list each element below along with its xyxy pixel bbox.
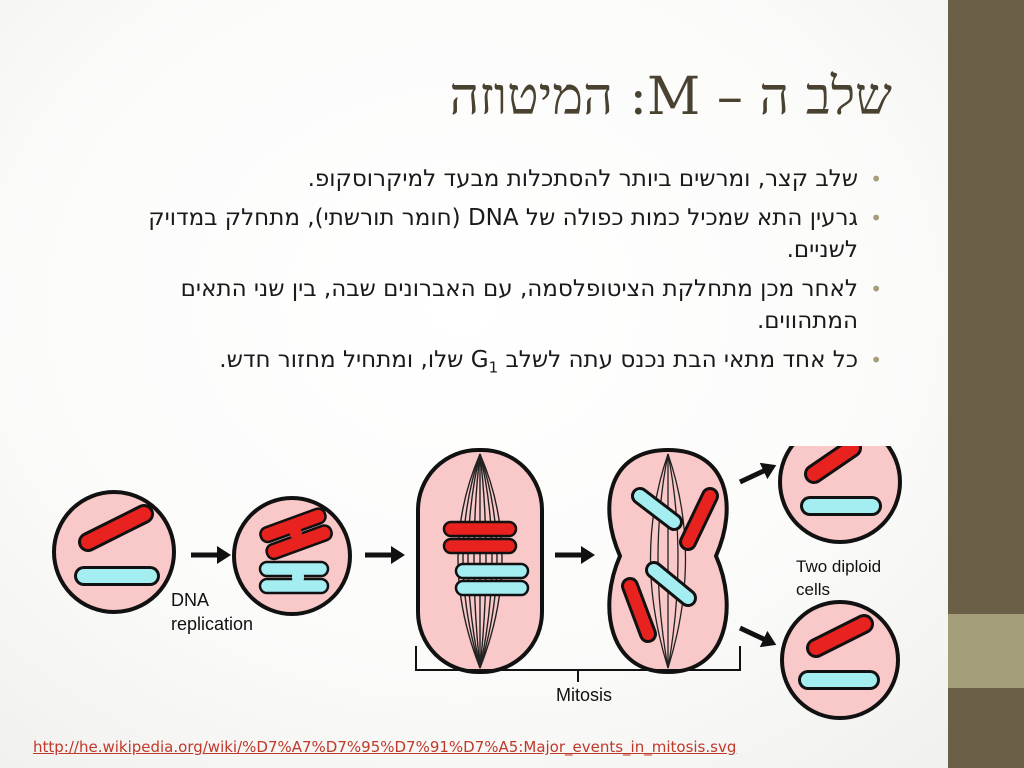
mitosis-bracket bbox=[415, 646, 741, 682]
sidebar-accent-block bbox=[948, 614, 1024, 688]
two-diploid-cells-label: Two diploid bbox=[796, 557, 881, 576]
cell-replicated bbox=[232, 496, 352, 616]
arrow-icon bbox=[555, 546, 595, 564]
daughter-cell-top bbox=[778, 446, 902, 544]
bullet-dot-icon: • bbox=[870, 206, 882, 230]
bullet-item: • שלב קצר, ומרשים ביותר להסתכלות מבעד למי… bbox=[92, 163, 882, 195]
phase-g1: G1 bbox=[470, 347, 498, 377]
bullet-text: גרעין התא שמכיל כמות כפולה של DNA (חומר … bbox=[148, 205, 858, 263]
arrow-icon bbox=[191, 546, 231, 564]
dna-replication-label-line2: replication bbox=[171, 614, 253, 634]
bullet-item: • לאחר מכן מתחלקת הציטופלסמה, עם האברונים… bbox=[92, 273, 882, 337]
bullet-text: שלב קצר, ומרשים ביותר להסתכלות מבעד למיק… bbox=[307, 166, 858, 192]
mitosis-label: Mitosis bbox=[556, 685, 612, 705]
cell-interphase bbox=[52, 490, 176, 614]
bullet-dot-icon: • bbox=[870, 277, 882, 301]
bullet-item: • כל אחד מתאי הבת נכנס עתה לשלב G1 שלו, ו… bbox=[92, 344, 882, 384]
slide-title: שלב ה – M: המיטוזה bbox=[449, 67, 893, 127]
cell-metaphase bbox=[416, 448, 544, 674]
phase-letter: G bbox=[470, 347, 489, 373]
phase-subscript: 1 bbox=[488, 358, 499, 377]
bullet-list: • שלב קצר, ומרשים ביותר להסתכלות מבעד למי… bbox=[92, 163, 882, 391]
mitosis-diagram: DNA replication bbox=[52, 446, 902, 720]
bullet-text: לאחר מכן מתחלקת הציטופלסמה, עם האברונים … bbox=[180, 276, 858, 334]
cell-anaphase bbox=[607, 447, 729, 675]
dna-replication-label: DNA bbox=[171, 590, 209, 610]
bullet-item: • גרעין התא שמכיל כמות כפולה של DNA (חומר… bbox=[92, 202, 882, 266]
arrow-icon bbox=[736, 620, 780, 653]
two-diploid-cells-label-line2: cells bbox=[796, 580, 830, 599]
source-link[interactable]: http://he.wikipedia.org/wiki/%D7%A7%D7%9… bbox=[33, 738, 737, 756]
bullet-dot-icon: • bbox=[870, 167, 882, 191]
bullet-dot-icon: • bbox=[870, 348, 882, 372]
bullet-text-after: שלו, ומתחיל מחזור חדש. bbox=[219, 347, 471, 373]
bullet-text-before: כל אחד מתאי הבת נכנס עתה לשלב bbox=[498, 347, 858, 373]
daughter-cell-bottom bbox=[780, 600, 900, 720]
arrow-icon bbox=[365, 546, 405, 564]
arrow-icon bbox=[736, 457, 780, 490]
